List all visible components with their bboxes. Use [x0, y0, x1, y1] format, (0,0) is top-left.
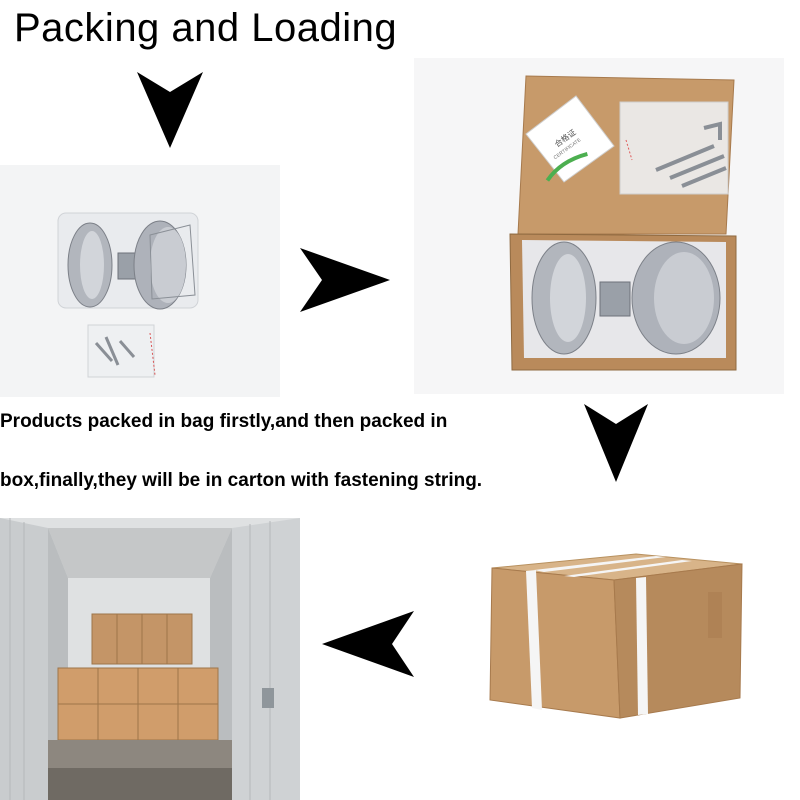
carton-photo: [486, 548, 748, 726]
arrow-left-icon: [322, 611, 414, 677]
caption-line-2: box,finally,they will be in carton with …: [0, 470, 483, 491]
open-box-photo: 合格证 CERTIFICATE: [414, 58, 784, 394]
bagged-parts-photo: [0, 165, 280, 397]
page-title: Packing and Loading: [14, 6, 398, 50]
arrow-right-icon: [300, 248, 390, 312]
caption-line-1: Products packed in bag firstly,and then …: [0, 411, 448, 432]
container-photo: [0, 518, 300, 800]
arrow-down-icon: [584, 404, 648, 482]
arrow-down-icon: [137, 72, 203, 148]
